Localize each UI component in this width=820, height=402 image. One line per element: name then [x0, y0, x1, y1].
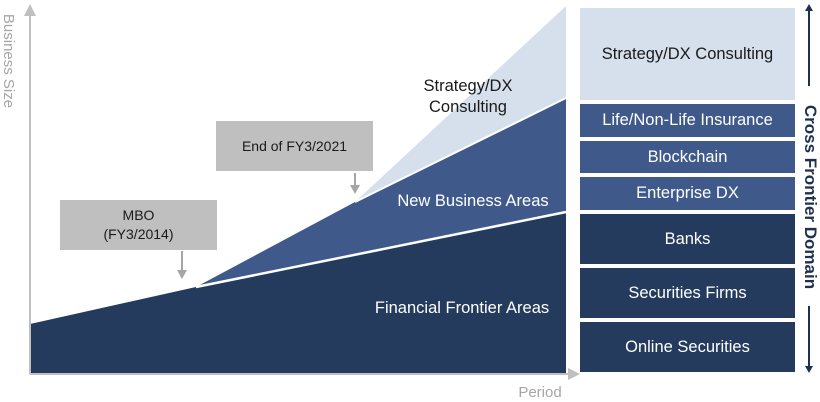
cross-frontier-domain-label: Cross Frontier Domain: [801, 104, 820, 290]
new-business-area: [196, 98, 566, 287]
strategy-dx-line1: Strategy/DX: [423, 77, 513, 95]
domain-box-label: Strategy/DX Consulting: [601, 44, 774, 63]
fy2021-note-line1: End of FY3/2021: [241, 137, 348, 154]
fy2021-note: End of FY3/2021: [216, 121, 373, 171]
strategy-dx-region-label: Strategy/DX Consulting: [408, 76, 528, 118]
boundary-line: [354, 97, 567, 203]
mbo-note: MBO (FY3/2014): [60, 200, 217, 250]
domain-box-enterprise-dx: Enterprise DX: [580, 177, 795, 210]
y-axis-arrowhead: [24, 4, 36, 16]
x-axis-arrowhead: [568, 368, 580, 380]
domain-box-online-securities: Online Securities: [580, 322, 795, 372]
strategy-dx-area: [355, 6, 566, 202]
financial-frontier-region-label: Financial Frontier Areas: [374, 299, 550, 317]
domain-box-label: Life/Non-Life Insurance: [602, 111, 773, 129]
domain-box-banks: Banks: [580, 214, 795, 264]
domain-box-label: Online Securities: [625, 337, 750, 356]
domain-box-label: Enterprise DX: [636, 184, 739, 202]
bracket-arrow-bottom: [805, 366, 813, 373]
domain-box-label: Blockchain: [647, 147, 728, 166]
mbo-note-line1: MBO: [122, 207, 155, 223]
domain-box-strategy-dx: Strategy/DX Consulting: [580, 8, 795, 100]
new-business-region-label: New Business Areas: [397, 192, 549, 210]
domain-box-label: Securities Firms: [628, 283, 747, 302]
domain-box-insurance: Life/Non-Life Insurance: [580, 104, 795, 137]
strategy-dx-line2: Consulting: [429, 98, 507, 116]
domain-box-securities-firms: Securities Firms: [580, 268, 795, 318]
domain-box-blockchain: Blockchain: [580, 141, 795, 173]
bracket-arrow-top: [805, 4, 813, 11]
mbo-arrowhead: [177, 270, 187, 279]
x-axis-label: Period: [518, 384, 562, 401]
domain-box-label: Banks: [664, 229, 711, 248]
financial-frontier-area: [30, 212, 566, 373]
fy2021-arrowhead: [350, 185, 360, 194]
boundary-line: [195, 210, 567, 289]
y-axis-label: Business Size: [0, 13, 17, 109]
mbo-note-line2: (FY3/2014): [103, 226, 174, 242]
